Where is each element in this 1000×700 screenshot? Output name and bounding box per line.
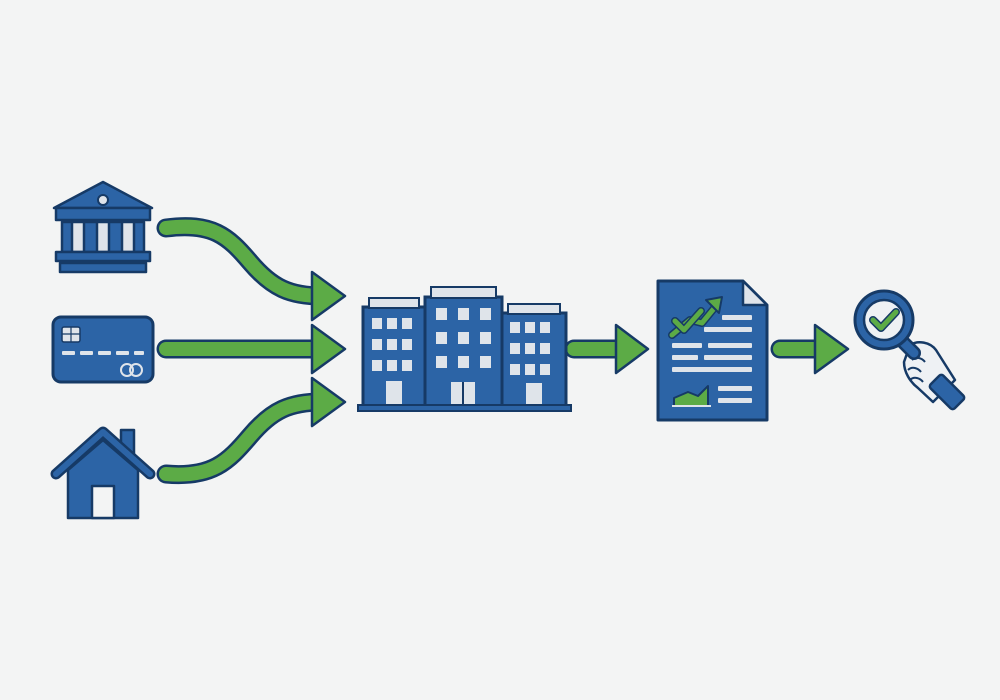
arrow-house-to-buildings [156, 376, 347, 485]
checkmark-icon [671, 307, 705, 334]
arrow-report-to-verification [770, 323, 850, 375]
magnifier-check-icon [853, 289, 966, 411]
verification-checkmark-icon [869, 308, 900, 332]
left-building-windows [372, 318, 412, 405]
report-document-icon [656, 279, 769, 422]
report-text-lines [672, 315, 752, 403]
credit-card-icon [51, 315, 155, 384]
arrow-card-to-buildings [156, 323, 347, 375]
line-chart-icon [672, 385, 711, 407]
right-building-windows [510, 322, 550, 405]
bank-icon [52, 180, 154, 274]
arrow-bank-to-buildings [156, 217, 347, 322]
arrow-buildings-to-report [564, 323, 650, 375]
office-buildings-icon [357, 286, 572, 412]
card-number-dashes [62, 351, 144, 355]
house-icon [50, 426, 156, 520]
